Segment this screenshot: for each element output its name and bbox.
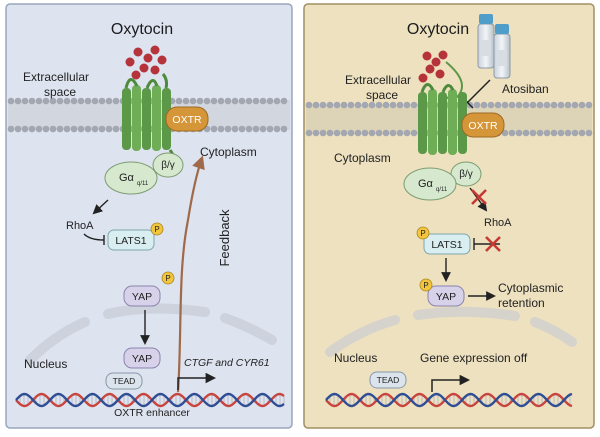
- right-dna: [325, 392, 573, 408]
- left-yap-nucleus: YAP: [123, 347, 161, 369]
- left-gpcr-receptor: [122, 73, 176, 164]
- right-retention-label: retention: [498, 296, 545, 310]
- left-transcription-arrow: [177, 372, 217, 390]
- left-g-alpha-label: Gα: [119, 172, 135, 184]
- right-g-alpha-subscript: q/11: [436, 187, 448, 193]
- left-oxtr-label: OXTR: [172, 114, 202, 126]
- right-lats1-label: LATS1: [431, 239, 462, 251]
- right-cytoplasm-label: Cytoplasm: [334, 151, 391, 165]
- right-tead: TEAD: [369, 371, 407, 389]
- right-oxtr-label: OXTR: [468, 120, 498, 132]
- right-yap: YAP P: [419, 278, 465, 307]
- left-feedback-label: Feedback: [217, 209, 232, 267]
- left-yap-cytoplasm: YAP: [123, 285, 161, 307]
- right-cytoplasmic-label: Cytoplasmic: [498, 281, 563, 295]
- right-nucleus-label: Nucleus: [334, 351, 377, 365]
- left-space-label: space: [44, 85, 76, 99]
- left-tead-label: TEAD: [113, 376, 136, 386]
- left-beta-gamma-label: β/γ: [161, 160, 175, 171]
- right-g-alpha-label: Gα: [418, 178, 434, 190]
- left-target-genes-label: CTGF and CYR61: [184, 357, 270, 369]
- left-feedback-arrow: [176, 155, 205, 393]
- right-beta-gamma-label: β/γ: [459, 169, 473, 180]
- left-g-alpha-subscript: q/11: [137, 181, 149, 187]
- left-dna: [15, 392, 285, 408]
- right-tead-label: TEAD: [377, 375, 400, 385]
- left-rhoa-label: RhoA: [66, 220, 94, 232]
- right-block-x-1: [471, 189, 487, 205]
- right-atosiban-label: Atosiban: [502, 82, 549, 96]
- left-oxytocin-molecule: [125, 45, 167, 80]
- left-arrow-to-rhoa: [92, 199, 109, 215]
- right-yap-phospho: P: [423, 281, 428, 290]
- right-gpcr-receptor: [418, 83, 467, 155]
- left-free-phospho-label: P: [165, 274, 170, 283]
- right-panel: OXTR Gα q/11 β/γ RhoA LATS1 P YAP: [303, 3, 595, 429]
- right-nuclear-envelope: [325, 306, 577, 357]
- left-nuclear-envelope: [25, 303, 277, 365]
- left-panel: OXTR Gα q/11 β/γ RhoA LATS1 P P: [5, 3, 293, 429]
- right-transcription-arrow: [431, 374, 471, 392]
- right-yap-label: YAP: [436, 291, 456, 303]
- left-free-phosphate: P: [161, 271, 175, 285]
- right-g-protein: Gα q/11 β/γ: [403, 161, 482, 201]
- right-rhoa-label: RhoA: [484, 217, 512, 229]
- left-title: Oxytocin: [111, 21, 173, 38]
- right-space-label: space: [366, 88, 398, 102]
- right-atosiban-vials: [477, 14, 511, 79]
- left-rhoa-inhibits-lats1: [83, 233, 105, 245]
- right-oxtr-receptor: OXTR: [461, 112, 505, 138]
- left-tead: TEAD: [105, 372, 143, 390]
- left-nuclear-yap-label: YAP: [132, 353, 152, 365]
- left-oxtr-receptor: OXTR: [165, 106, 209, 132]
- left-yap-label: YAP: [132, 291, 152, 303]
- right-oxytocin-molecule: [418, 50, 448, 83]
- left-lats1-label: LATS1: [115, 235, 146, 247]
- left-g-protein: Gα q/11 β/γ: [104, 152, 184, 195]
- right-lats1: LATS1 P: [416, 226, 471, 255]
- right-rhoa-inhibition-line: [473, 238, 500, 250]
- left-lats1: LATS1 P: [107, 222, 164, 251]
- right-extracellular-label: Extracellular: [345, 73, 411, 87]
- left-nucleus-label: Nucleus: [24, 357, 67, 371]
- left-lats1-phospho: P: [154, 225, 159, 234]
- right-title: Oxytocin: [407, 21, 469, 38]
- left-cytoplasm-label: Cytoplasm: [200, 145, 257, 159]
- right-gene-expression-label: Gene expression off: [420, 351, 528, 365]
- left-enhancer-label: OXTR enhancer: [114, 407, 190, 419]
- right-lats1-phospho: P: [420, 229, 425, 238]
- left-extracellular-label: Extracellular: [23, 70, 89, 84]
- right-block-x-2: [485, 236, 501, 252]
